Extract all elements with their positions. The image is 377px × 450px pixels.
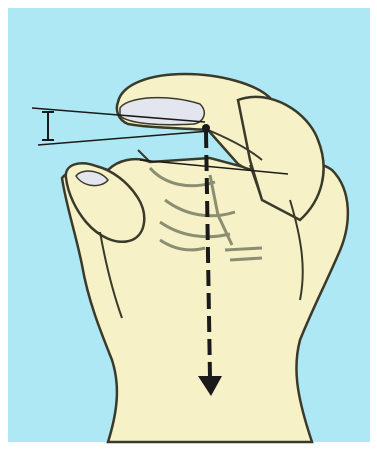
hand-diagram <box>0 0 377 450</box>
diagram-canvas <box>0 0 377 450</box>
